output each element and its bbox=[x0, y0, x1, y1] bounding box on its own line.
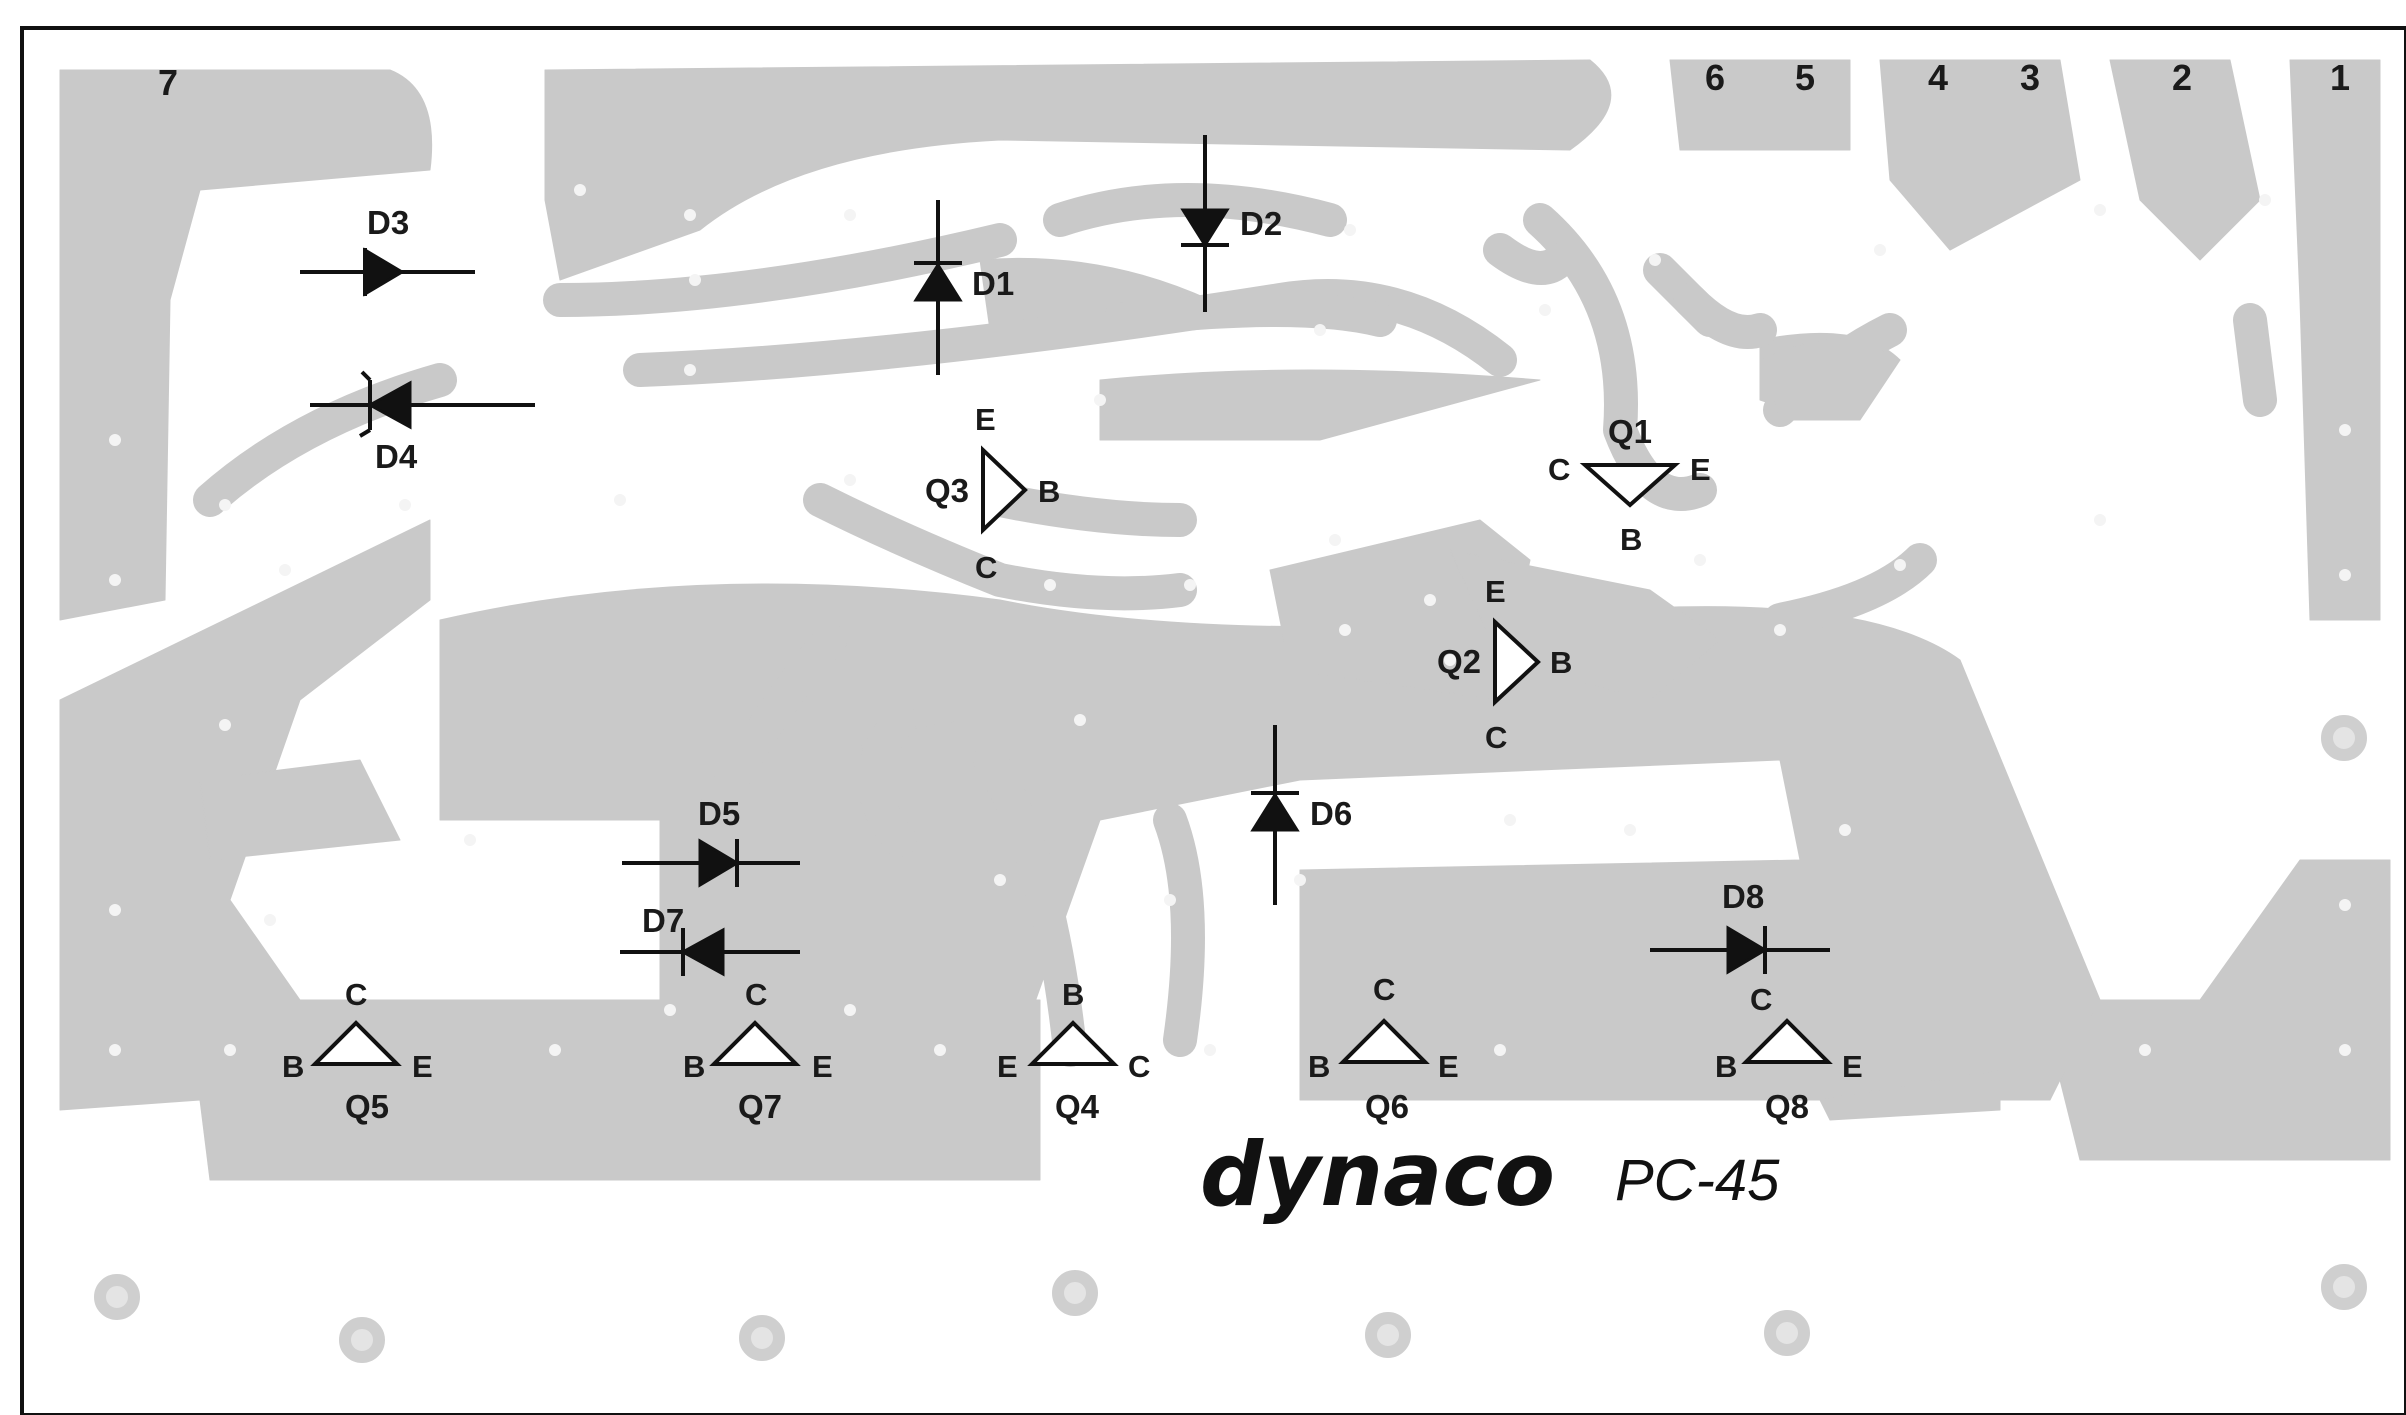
transistor-q1: Q1 C E B bbox=[1548, 413, 1711, 557]
transistor-label: Q1 bbox=[1608, 413, 1652, 450]
transistor-q8: C B E Q8 bbox=[1715, 982, 1863, 1125]
pin-label: B bbox=[1620, 522, 1642, 557]
mounting-hole bbox=[1365, 1312, 1411, 1358]
pin-label: C bbox=[1485, 720, 1507, 755]
pin-label: E bbox=[412, 1049, 433, 1084]
pin-label: B bbox=[1715, 1049, 1737, 1084]
terminal-1-label: 1 bbox=[2330, 57, 2350, 98]
terminal-2-label: 2 bbox=[2172, 57, 2192, 98]
mounting-hole bbox=[2321, 1264, 2367, 1310]
diode-label: D7 bbox=[642, 902, 684, 939]
mounting-hole bbox=[2321, 715, 2367, 761]
transistor-label: Q2 bbox=[1437, 643, 1481, 680]
pin-label: C bbox=[1548, 452, 1570, 487]
transistor-label: Q8 bbox=[1765, 1088, 1809, 1125]
pin-label: C bbox=[1750, 982, 1772, 1017]
pin-label: C bbox=[1128, 1049, 1150, 1084]
terminal-4-label: 4 bbox=[1928, 57, 1948, 98]
copper-traces bbox=[59, 59, 2391, 1181]
diode-d3: D3 bbox=[300, 204, 475, 297]
terminal-3-label: 3 bbox=[2020, 57, 2040, 98]
diode-label: D5 bbox=[698, 795, 740, 832]
model-number: PC-45 bbox=[1615, 1148, 1780, 1213]
mounting-hole bbox=[739, 1315, 785, 1361]
terminal-7-label: 7 bbox=[158, 62, 178, 103]
pin-label: E bbox=[812, 1049, 833, 1084]
pin-label: B bbox=[1062, 977, 1084, 1012]
mounting-hole bbox=[94, 1274, 140, 1320]
diode-d8: D8 bbox=[1650, 878, 1830, 975]
transistor-label: Q3 bbox=[925, 472, 969, 509]
pin-label: C bbox=[975, 550, 997, 585]
pin-label: B bbox=[683, 1049, 705, 1084]
transistor-label: Q6 bbox=[1365, 1088, 1409, 1125]
transistor-q4: B E C Q4 bbox=[997, 977, 1150, 1125]
diode-d5: D5 bbox=[622, 795, 800, 888]
transistor-q6: C B E Q6 bbox=[1308, 972, 1459, 1125]
diode-label: D3 bbox=[367, 204, 409, 241]
transistor-q3: E B C Q3 bbox=[925, 402, 1060, 585]
brand-logo: dynaco bbox=[1200, 1123, 1555, 1226]
diode-d6: D6 bbox=[1250, 725, 1352, 905]
pin-label: E bbox=[1438, 1049, 1459, 1084]
transistor-label: Q4 bbox=[1055, 1088, 1100, 1125]
pin-label: C bbox=[1373, 972, 1395, 1007]
pin-label: E bbox=[1842, 1049, 1863, 1084]
diode-d7: D7 bbox=[620, 902, 800, 977]
pin-label: B bbox=[282, 1049, 304, 1084]
diode-d4-zener: D4 bbox=[310, 370, 535, 475]
mounting-holes bbox=[94, 715, 2367, 1363]
diode-d1: D1 bbox=[913, 200, 1014, 375]
terminal-5-label: 5 bbox=[1795, 57, 1815, 98]
mounting-hole bbox=[1052, 1270, 1098, 1316]
transistor-q7: C B E Q7 bbox=[683, 977, 833, 1125]
transistor-label: Q5 bbox=[345, 1088, 389, 1125]
diode-label: D4 bbox=[375, 438, 418, 475]
transistor-q2: E B C Q2 bbox=[1437, 574, 1572, 755]
transistor-q5: C B E Q5 bbox=[282, 977, 433, 1125]
diode-label: D6 bbox=[1310, 795, 1352, 832]
diode-label: D1 bbox=[972, 265, 1014, 302]
pin-label: B bbox=[1550, 645, 1572, 680]
mounting-hole bbox=[339, 1317, 385, 1363]
pin-label: E bbox=[975, 402, 996, 437]
pin-label: E bbox=[1690, 452, 1711, 487]
diode-label: D8 bbox=[1722, 878, 1764, 915]
pin-label: E bbox=[997, 1049, 1018, 1084]
pin-label: E bbox=[1485, 574, 1506, 609]
diode-label: D2 bbox=[1240, 205, 1282, 242]
diode-d2: D2 bbox=[1180, 135, 1282, 312]
pad-holes bbox=[109, 184, 2351, 1056]
pin-label: B bbox=[1308, 1049, 1330, 1084]
mounting-hole bbox=[1764, 1310, 1810, 1356]
terminal-6-label: 6 bbox=[1705, 57, 1725, 98]
terminal-numbers: 7 6 5 4 3 2 1 bbox=[158, 57, 2350, 103]
pin-label: C bbox=[745, 977, 767, 1012]
pin-label: B bbox=[1038, 474, 1060, 509]
pin-label: C bbox=[345, 977, 367, 1012]
transistor-label: Q7 bbox=[738, 1088, 782, 1125]
